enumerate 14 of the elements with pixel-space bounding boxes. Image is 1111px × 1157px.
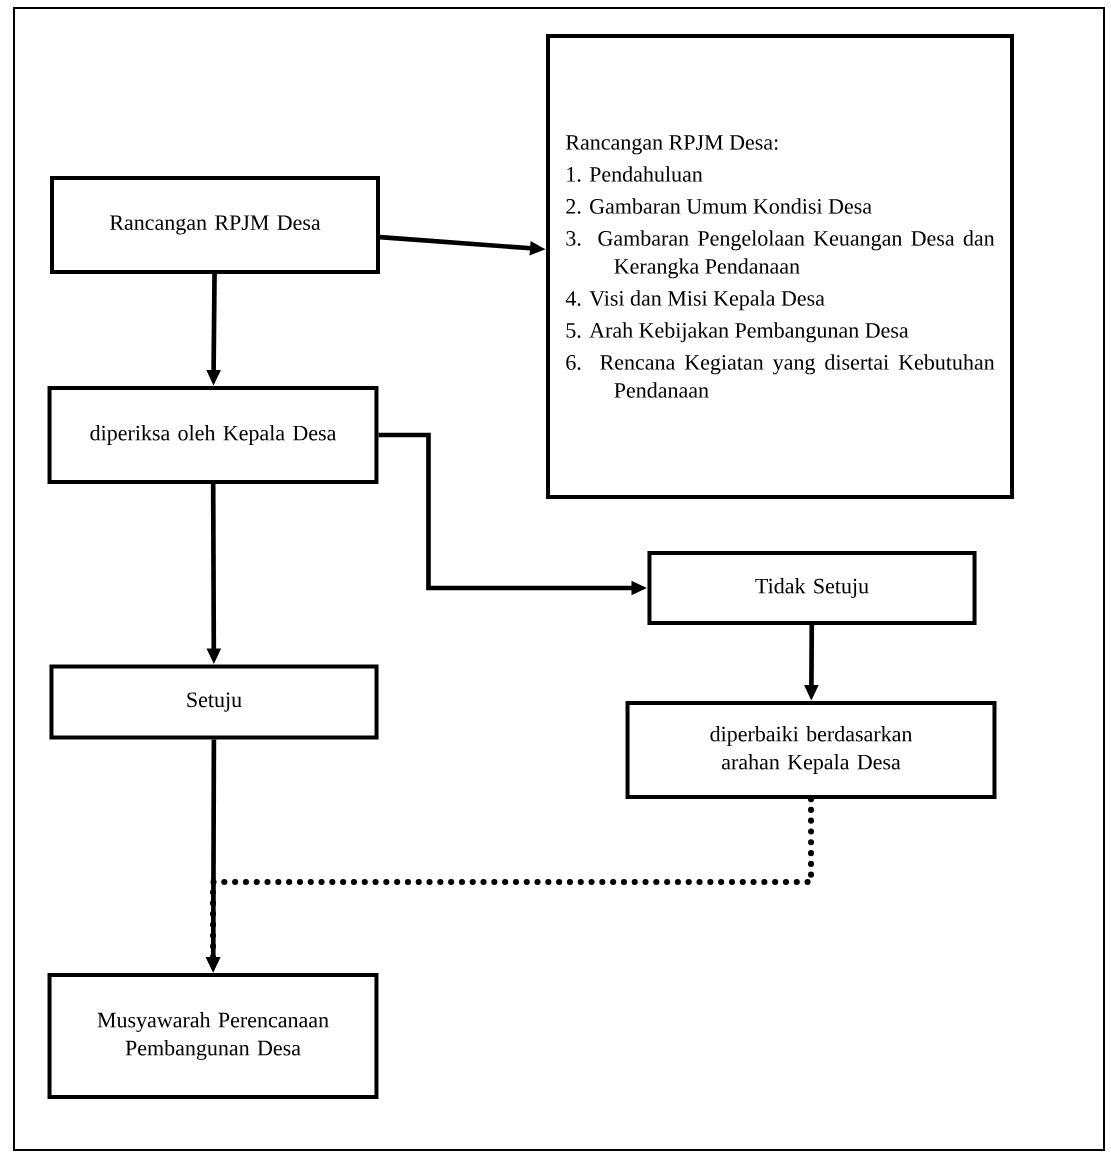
- process-box: diperbaiki berdasarkan arahan Kepala Desa: [625, 701, 997, 799]
- list-item: 2. Gambaran Umum Kondisi Desa: [566, 198, 872, 214]
- process-box: Setuju: [49, 664, 379, 740]
- list-box: [546, 33, 1014, 500]
- process-box: diperiksa oleh Kepala Desa: [47, 386, 379, 484]
- process-box: Rancangan RPJM Desa: [50, 176, 380, 274]
- list-item: 6. Rencana Kegiatan yang disertai Kebutuhan Pendanaan: [566, 354, 995, 398]
- process-box: Tidak Setuju: [647, 551, 977, 625]
- list-item: 5. Arah Kebijakan Pembangunan Desa: [566, 322, 909, 343]
- list-heading: Rancangan RPJM Desa:: [565, 135, 778, 155]
- list-item: 1. Pendahuluan: [567, 166, 703, 182]
- list-item: 3. Gambaran Pengelolaan Keuangan Desa dan Kerangka Pendanaan: [566, 230, 995, 279]
- list-item: 4. Visi dan Misi Kepala Desa: [565, 290, 825, 311]
- process-box: Musyawarah Perencanaan Pembangunan Desa: [47, 973, 379, 1099]
